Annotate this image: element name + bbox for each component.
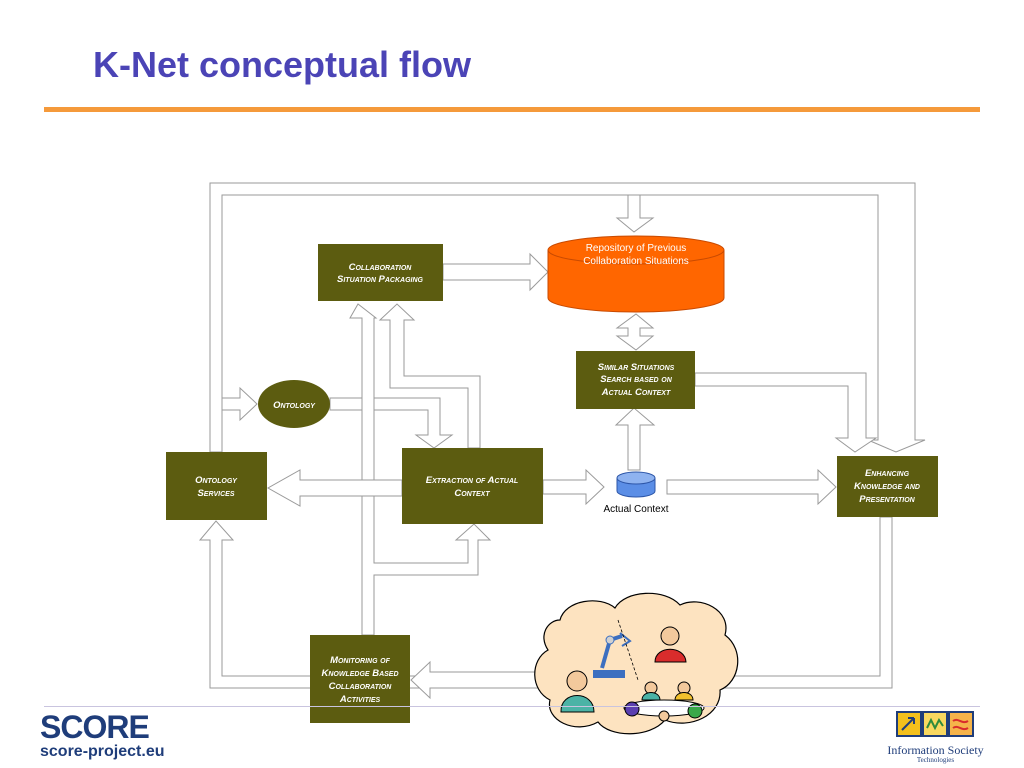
ontology-services-line-1: Ontology (195, 475, 238, 486)
robot-arm-icon (593, 619, 639, 681)
slide-title: K-Net conceptual flow (93, 44, 472, 85)
search-to-enhancing-arrow (694, 372, 878, 453)
ontology-node: Ontology (258, 380, 330, 428)
extraction-line-1: Extraction of Actual (426, 475, 518, 486)
collaboration-packaging-node: Collaboration Situation Packaging (318, 244, 443, 301)
ontology-services-line-2: Services (197, 488, 234, 499)
monitoring-to-packaging-arrow (349, 303, 492, 636)
monitoring-line-4: Activities (339, 694, 381, 705)
ontology-label: Ontology (273, 400, 316, 411)
cloud-to-monitoring-arrow (410, 660, 541, 700)
context-to-enhancing-arrow (666, 468, 837, 506)
actual-context-node: Actual Context (603, 471, 669, 515)
title-underline (44, 107, 980, 112)
score-url: score-project.eu (40, 743, 165, 760)
packaging-to-repository-arrow (442, 252, 549, 292)
collaboration-packaging-line-2: Situation Packaging (337, 274, 424, 285)
extraction-services-arrow (266, 469, 403, 507)
monitoring-line-3: Collaboration (329, 681, 393, 692)
information-society-logo: Information Society Technologies (878, 710, 993, 766)
repository-node: Repository of Previous Collaboration Sit… (547, 235, 725, 313)
similar-search-line-3: Actual Context (601, 387, 671, 398)
extraction-to-context-arrow (542, 468, 605, 506)
enhancing-line-2: Knowledge and (854, 481, 920, 492)
similar-search-line-1: Similar Situations (598, 362, 675, 373)
repository-search-arrow (615, 313, 655, 351)
footer-rule (44, 706, 980, 707)
outer-loop-arrow (209, 182, 926, 453)
repository-line-1: Repository of Previous (586, 243, 687, 254)
to-ontology-arrow (221, 386, 258, 422)
monitoring-node: Monitoring of Knowledge Based Collaborat… (310, 635, 410, 723)
context-to-search-arrow (614, 407, 656, 471)
score-wordmark: SCORE (40, 709, 150, 745)
enhancing-line-3: Presentation (859, 494, 915, 505)
similar-search-node: Similar Situations Search based on Actua… (576, 351, 695, 409)
monitoring-line-2: Knowledge Based (321, 668, 398, 679)
collaboration-packaging-line-1: Collaboration (349, 262, 413, 273)
information-society-emblem-icon (896, 711, 974, 737)
extraction-to-packaging-arrow (378, 303, 481, 449)
monitoring-line-1: Monitoring of (330, 655, 391, 666)
similar-search-line-2: Search based on (600, 374, 672, 385)
ontology-services-node: Ontology Services (166, 452, 267, 520)
information-society-title: Information Society (887, 743, 984, 757)
meeting-group-icon (623, 681, 705, 722)
into-repository-arrow (615, 194, 655, 233)
enhancing-node: Enhancing Knowledge and Presentation (837, 456, 938, 517)
extraction-node: Extraction of Actual Context (402, 448, 543, 524)
score-logo: SCORE score-project.eu (40, 710, 170, 766)
extraction-line-2: Context (454, 488, 490, 499)
actual-context-label: Actual Context (603, 504, 668, 515)
person-teal-icon (560, 670, 595, 713)
collaboration-cloud (534, 592, 739, 735)
enhancing-line-1: Enhancing (865, 468, 910, 479)
ontology-to-extraction-arrow (329, 397, 454, 449)
repository-line-2: Collaboration Situations (583, 256, 689, 267)
information-society-subtitle: Technologies (916, 756, 955, 764)
person-red-icon (654, 626, 687, 663)
